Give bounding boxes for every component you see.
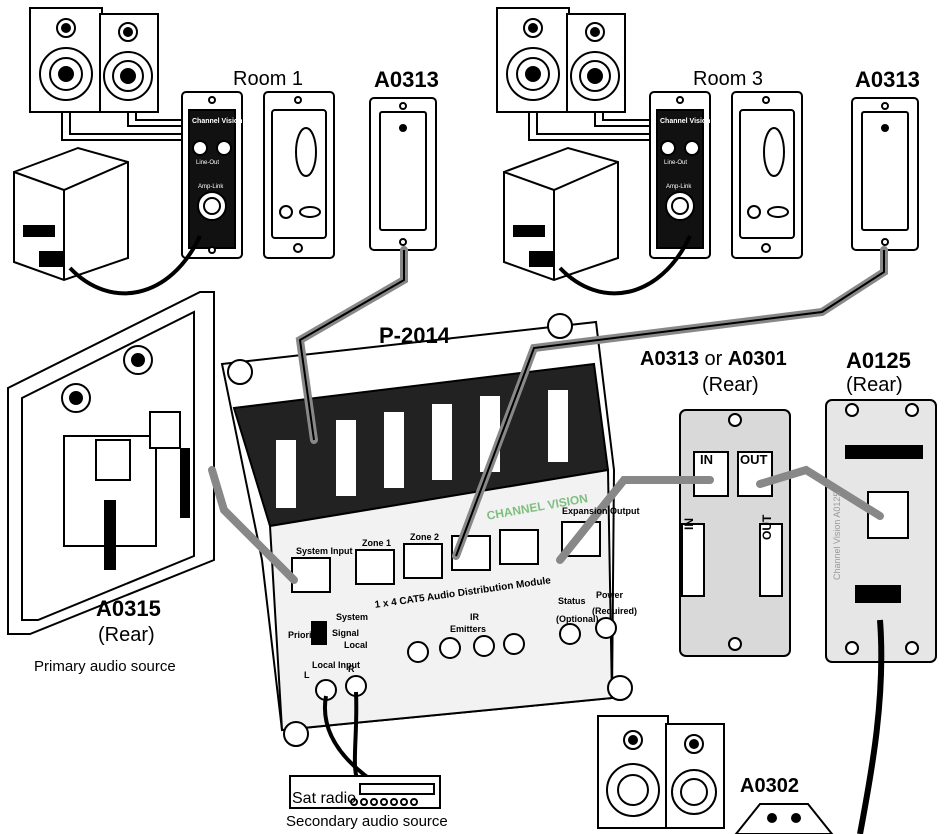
line-out-room3: Line-Out	[664, 160, 688, 166]
in-label-top: IN	[700, 452, 713, 467]
primary-source-label: Primary audio source	[34, 658, 176, 675]
out-label-side: OUT	[760, 514, 774, 540]
a0125-cable	[857, 619, 885, 834]
a0313-a0301-rear	[679, 409, 791, 657]
expansion-output-label: Expansion Output	[562, 506, 640, 516]
volume-keypad-room1	[263, 91, 335, 259]
secondary-source-label: Secondary audio source	[286, 813, 448, 830]
ir-label: IR	[470, 612, 479, 622]
priority-label: Priority	[288, 630, 320, 640]
amp-link-plate-room3	[649, 91, 711, 259]
status-label: Status	[558, 596, 586, 606]
amp-link-room3: Amp-Link	[666, 184, 692, 190]
a0313-plate-room3	[851, 97, 919, 251]
in-wall-amp-room3	[503, 146, 619, 282]
rear-label-a0315: (Rear)	[98, 624, 155, 646]
a0313-plate-room1	[369, 97, 437, 251]
system-input-label: System Input	[296, 546, 353, 556]
l-label: L	[304, 670, 310, 680]
amp-link-room1: Amp-Link	[198, 184, 224, 190]
channel-vision-room3: Channel Vision	[660, 118, 711, 125]
a0125-rear	[825, 399, 937, 663]
a0315-rear	[7, 291, 215, 635]
a0313-label-left: A0313	[374, 67, 439, 92]
zone2-label: Zone 2	[410, 532, 440, 542]
a0313-label-right: A0313	[855, 67, 920, 92]
speaker-pair-room1	[29, 7, 159, 113]
a0313-or-a0301-label: A0313 or A0301	[640, 348, 787, 370]
required-label: (Required)	[592, 606, 637, 616]
a0302-label: A0302	[740, 775, 799, 797]
local-label: Local	[344, 640, 368, 650]
room3-label: Room 3	[693, 68, 764, 90]
emitters-label: Emitters	[450, 624, 487, 634]
room1-label: Room 1	[233, 68, 304, 90]
p2014-module	[220, 313, 633, 747]
power-label: Power	[596, 590, 624, 600]
a0125-side-text: Channel Vision A0125	[832, 491, 842, 580]
sat-radio-device	[289, 775, 441, 809]
p2014-label: P-2014	[379, 323, 450, 348]
in-wall-amp-room1	[13, 146, 129, 282]
out-label-top: OUT	[740, 452, 768, 467]
speaker-pair-room3	[496, 7, 626, 113]
channel-vision-room1: Channel Vision	[192, 118, 243, 125]
a0125-label: A0125	[846, 348, 911, 373]
volume-keypad-room3	[731, 91, 803, 259]
local-input-label: Local Input	[312, 660, 360, 670]
system-led-label: System	[336, 612, 369, 622]
zone1-label: Zone 1	[362, 538, 392, 548]
signal-label: Signal	[332, 628, 360, 638]
rear-label-a0125: (Rear)	[846, 374, 903, 396]
optional-label: (Optional)	[556, 614, 599, 624]
amp-link-plate-room1	[181, 91, 243, 259]
speaker-pair-bottom	[597, 715, 725, 829]
r-label: R	[348, 664, 355, 674]
rear-label-mid: (Rear)	[702, 374, 759, 396]
a0315-label: A0315	[96, 596, 161, 621]
line-out-room1: Line-Out	[196, 160, 220, 166]
sat-radio-label: Sat radio	[292, 790, 357, 807]
in-label-side: IN	[682, 518, 696, 530]
a0302-device	[734, 803, 834, 834]
